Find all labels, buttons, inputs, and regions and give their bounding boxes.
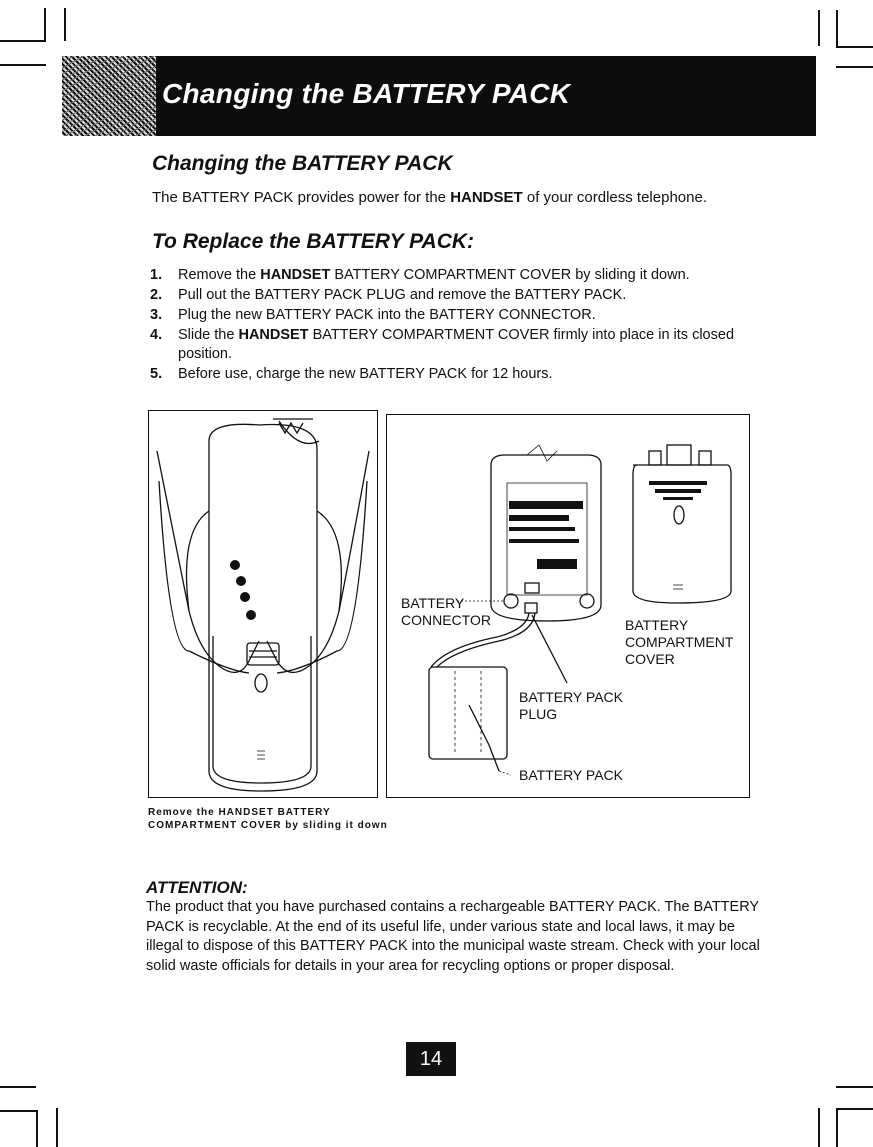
attention-body: The product that you have purchased cont… [146, 899, 760, 974]
crop-mark [836, 10, 838, 46]
crop-mark [56, 1108, 58, 1147]
label-battery-connector: BATTERY CONNECTOR [401, 595, 491, 628]
caption-line: COMPARTMENT COVER by sliding it down [148, 820, 388, 831]
intro-text: The BATTERY PACK provides power for the [152, 189, 451, 206]
label-battery-pack: BATTERY PACK [519, 767, 623, 783]
handset-illustration [156, 418, 370, 792]
step-item: 5.Before use, charge the new BATTERY PAC… [150, 366, 553, 382]
crop-mark [64, 8, 66, 41]
page-number: 14 [406, 1042, 456, 1076]
crop-mark [836, 1108, 838, 1147]
crop-mark [0, 1110, 36, 1112]
attention-title: ATTENTION: [146, 878, 248, 897]
steps-list: 1.Remove the HANDSET BATTERY COMPARTMENT… [150, 266, 770, 385]
title-banner: Changing the BATTERY PACK [62, 56, 816, 136]
section-title: Changing the BATTERY PACK [152, 152, 453, 175]
crop-mark [818, 10, 820, 46]
step-item: 1.Remove the HANDSET BATTERY COMPARTMENT… [150, 267, 690, 283]
banner-title: Changing the BATTERY PACK [162, 78, 571, 109]
label-battery-compartment-cover: BATTERY COMPARTMENT COVER [625, 617, 734, 667]
crop-mark [36, 1110, 38, 1147]
replace-title: To Replace the BATTERY PACK: [152, 230, 475, 253]
caption-line: Remove the HANDSET BATTERY [148, 807, 331, 818]
figure-caption: Remove the HANDSET BATTERY COMPARTMENT C… [148, 806, 388, 832]
crop-mark [0, 40, 46, 42]
crop-mark [836, 46, 873, 48]
step-item: 2.Pull out the BATTERY PACK PLUG and rem… [150, 287, 627, 303]
crop-mark [0, 64, 46, 66]
figure-left-frame [148, 410, 378, 798]
crop-mark [836, 66, 873, 68]
crop-mark [836, 1108, 873, 1110]
banner-texture [62, 56, 156, 136]
crop-mark [836, 1086, 873, 1088]
figure-right-frame: BATTERY CONNECTOR BATTERY COMPARTMENT CO… [386, 414, 750, 798]
intro-paragraph: The BATTERY PACK provides power for the … [152, 188, 792, 208]
step-item: 3.Plug the new BATTERY PACK into the BAT… [150, 307, 596, 323]
label-battery-pack-plug: BATTERY PACK PLUG [519, 689, 623, 722]
battery-diagram [428, 444, 732, 776]
crop-mark [818, 1108, 820, 1147]
step-item: 4.Slide the HANDSET BATTERY COMPARTMENT … [150, 327, 735, 362]
intro-text-end: of your cordless telephone. [522, 189, 707, 206]
crop-mark [44, 8, 46, 41]
crop-mark [0, 1086, 36, 1088]
intro-bold: HANDSET [450, 189, 523, 206]
